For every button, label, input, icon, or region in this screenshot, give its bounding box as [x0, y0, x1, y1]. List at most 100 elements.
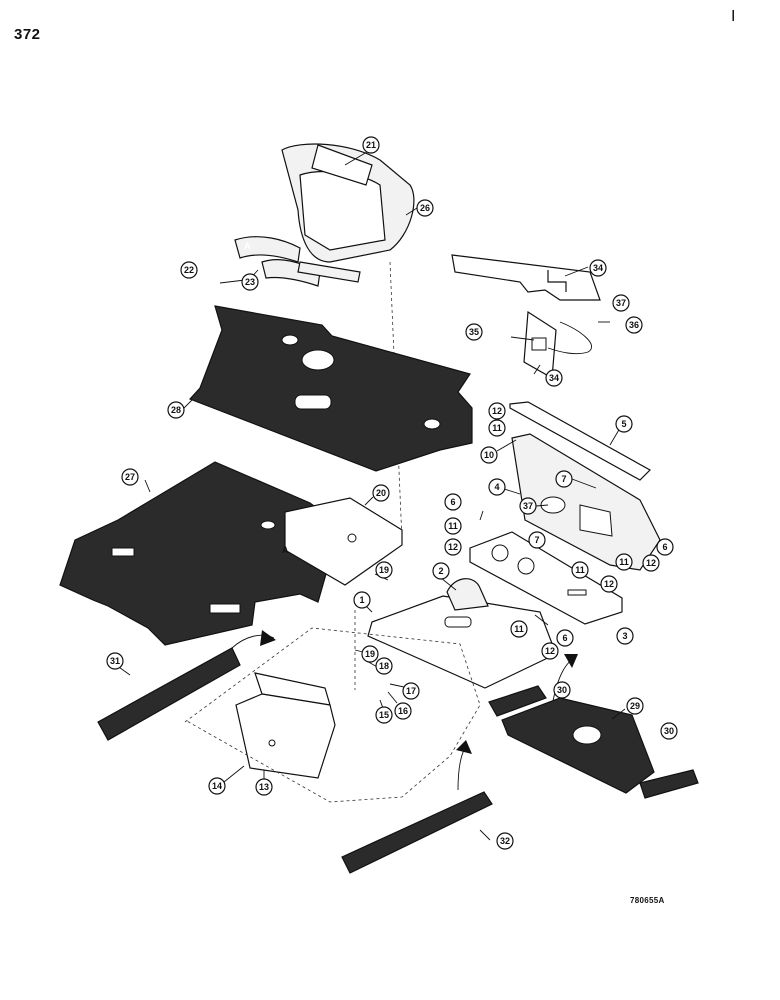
bottom-strip-mat: [341, 791, 493, 874]
callout-18: 18: [375, 657, 393, 675]
svg-text:6: 6: [662, 542, 667, 552]
callout-29-left: 30: [553, 681, 571, 699]
svg-text:34: 34: [593, 263, 603, 273]
callout-7-left: 6: [444, 493, 462, 511]
svg-text:3: 3: [622, 631, 627, 641]
callout-3: 3: [616, 627, 634, 645]
svg-text:16: 16: [398, 706, 408, 716]
svg-text:6: 6: [450, 497, 455, 507]
svg-text:34: 34: [549, 373, 559, 383]
svg-text:37: 37: [616, 298, 626, 308]
svg-text:32: 32: [500, 836, 510, 846]
svg-text:29: 29: [630, 701, 640, 711]
marker-a-seat: A: [244, 241, 251, 251]
callout-33: 34: [545, 369, 563, 387]
floor-panel-part: [367, 595, 557, 689]
cover-part: [509, 401, 651, 481]
callout-8-mid: 7: [528, 531, 546, 549]
callout-12-bottom: 12: [541, 642, 559, 660]
marker-a-plate: A: [282, 545, 289, 555]
svg-text:17: 17: [406, 686, 416, 696]
svg-text:15: 15: [379, 710, 389, 720]
svg-text:4: 4: [494, 482, 499, 492]
callout-29-right: 30: [660, 722, 678, 740]
callout-30: 31: [106, 652, 124, 670]
svg-text:13: 13: [259, 782, 269, 792]
callout-10: 10: [480, 446, 498, 464]
svg-text:31: 31: [110, 656, 120, 666]
svg-text:2: 2: [438, 566, 443, 576]
svg-text:30: 30: [557, 685, 567, 695]
small-pad-left: [488, 685, 547, 717]
svg-text:6: 6: [562, 633, 567, 643]
callout-37: 37: [519, 497, 537, 515]
callout-31: 32: [496, 832, 514, 850]
svg-text:30: 30: [664, 726, 674, 736]
callout-19: 19: [361, 645, 379, 663]
callout-13: 13: [255, 778, 273, 796]
svg-text:20: 20: [376, 488, 386, 498]
callout-36: 37: [612, 294, 630, 312]
callout-2: 2: [432, 562, 450, 580]
svg-text:14: 14: [212, 781, 222, 791]
small-pad-right: [639, 769, 699, 799]
callout-16: 16: [394, 702, 412, 720]
upper-floor-mat: [188, 305, 473, 472]
svg-text:19: 19: [365, 649, 375, 659]
callout-28: 29: [626, 697, 644, 715]
callout-26: 27: [121, 468, 139, 486]
page-number: 372: [14, 26, 41, 43]
callout-20: 20: [372, 484, 390, 502]
svg-text:12: 12: [604, 579, 614, 589]
callout-35: 36: [625, 316, 643, 334]
svg-text:7: 7: [534, 535, 539, 545]
callout-7-bottom: 6: [556, 629, 574, 647]
lower-floor-mat: [59, 461, 331, 646]
svg-text:11: 11: [492, 423, 502, 433]
callout-34: 35: [465, 323, 483, 341]
callout-23: 23: [241, 273, 259, 291]
svg-text:19: 19: [379, 565, 389, 575]
svg-text:28: 28: [171, 405, 181, 415]
tool-box-part: [235, 672, 336, 779]
cover-plate-part: [451, 254, 601, 379]
svg-text:11: 11: [619, 557, 629, 567]
callout-24: 19: [375, 561, 393, 579]
svg-text:35: 35: [469, 327, 479, 337]
callout-12-left: 12: [444, 538, 462, 556]
callout-32: 34: [589, 259, 607, 277]
plate-part: [284, 497, 403, 586]
svg-text:37: 37: [523, 501, 533, 511]
svg-text:11: 11: [448, 521, 458, 531]
left-strip-mat: [97, 647, 241, 741]
svg-text:10: 10: [484, 450, 494, 460]
callout-12-top: 12: [488, 402, 506, 420]
svg-text:11: 11: [514, 624, 524, 634]
svg-text:7: 7: [561, 474, 566, 484]
svg-text:23: 23: [245, 277, 255, 287]
leader-lines: [115, 151, 626, 841]
callout-12-mid: 12: [642, 554, 660, 572]
svg-text:12: 12: [646, 558, 656, 568]
svg-text:18: 18: [379, 661, 389, 671]
callout-11-mid: 11: [615, 553, 633, 571]
callout-5: 5: [615, 415, 633, 433]
svg-text:1: 1: [359, 595, 364, 605]
corner-mark: I: [731, 8, 736, 25]
svg-text:22: 22: [184, 265, 194, 275]
svg-text:21: 21: [366, 140, 376, 150]
svg-text:11: 11: [575, 565, 585, 575]
callout-6: 6: [656, 538, 674, 556]
svg-text:26: 26: [420, 203, 430, 213]
callout-14: 14: [208, 777, 226, 795]
figure-code: 780655A: [630, 896, 665, 905]
svg-text:5: 5: [621, 419, 626, 429]
callout-25: 26: [416, 199, 434, 217]
callout-17: 17: [402, 682, 420, 700]
svg-text:12: 12: [448, 542, 458, 552]
callout-8-top: 7: [555, 470, 573, 488]
svg-text:27: 27: [125, 472, 135, 482]
svg-text:12: 12: [492, 406, 502, 416]
callout-27: 28: [167, 401, 185, 419]
